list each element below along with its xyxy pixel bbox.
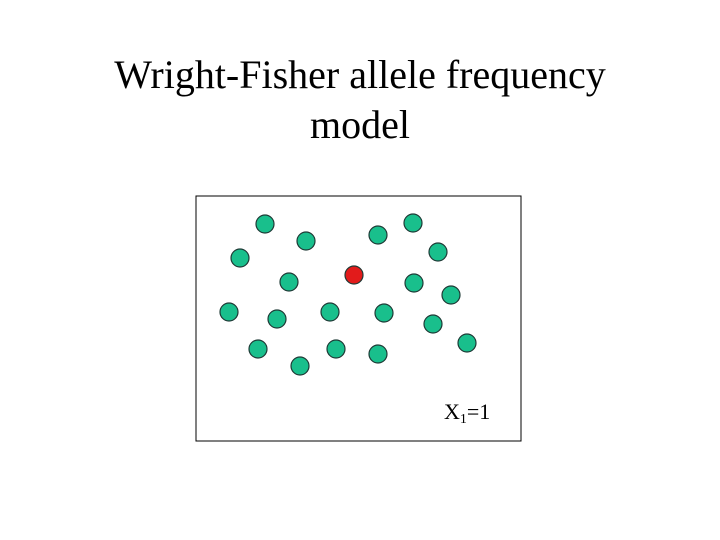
- mutant-individual: [344, 265, 364, 285]
- individual: [368, 225, 388, 245]
- slide-title: Wright-Fisher allele frequency model: [0, 50, 720, 150]
- frequency-label: X1=1: [444, 399, 490, 428]
- individual: [374, 303, 394, 323]
- individual: [441, 285, 461, 305]
- frequency-label-value: =1: [466, 399, 491, 424]
- individual: [267, 309, 287, 329]
- individual: [368, 344, 388, 364]
- individual: [219, 302, 239, 322]
- title-line-2: model: [310, 102, 410, 147]
- individual: [230, 248, 250, 268]
- individual: [320, 302, 340, 322]
- individual: [403, 213, 423, 233]
- individual: [457, 333, 477, 353]
- population-box: [195, 195, 522, 442]
- individual: [404, 273, 424, 293]
- individual: [255, 214, 275, 234]
- frequency-label-var: X: [444, 399, 460, 424]
- individual: [296, 231, 316, 251]
- individual: [279, 272, 299, 292]
- individuals-group: [219, 213, 477, 376]
- individual: [248, 339, 268, 359]
- individual: [423, 314, 443, 334]
- individual: [428, 242, 448, 262]
- title-line-1: Wright-Fisher allele frequency: [114, 52, 606, 97]
- frequency-label-subscript: 1: [459, 412, 467, 427]
- individual: [290, 356, 310, 376]
- individual: [326, 339, 346, 359]
